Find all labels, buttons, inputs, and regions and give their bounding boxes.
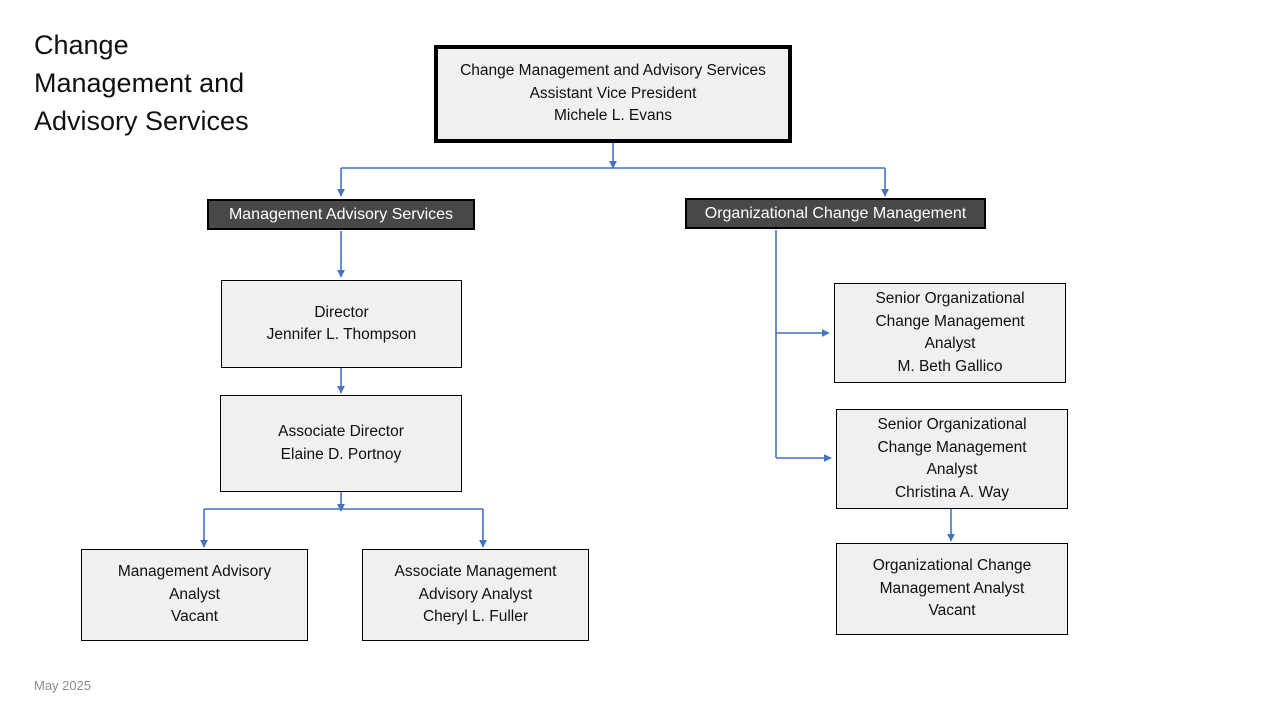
node-management-advisory-analyst-vacant[interactable]: Management Advisory Analyst Vacant xyxy=(81,549,308,641)
node-senior-ocm-analyst-beth-gallico[interactable]: Senior Organizational Change Management … xyxy=(834,283,1066,383)
node-ocm-analyst-vacant[interactable]: Organizational Change Management Analyst… xyxy=(836,543,1068,635)
node-associate-director-elaine-portnoy[interactable]: Associate Director Elaine D. Portnoy xyxy=(220,395,462,492)
node-dept-organizational-change-management[interactable]: Organizational Change Management xyxy=(685,198,986,229)
node-director-jennifer-thompson[interactable]: Director Jennifer L. Thompson xyxy=(221,280,462,368)
node-dept-management-advisory-services[interactable]: Management Advisory Services xyxy=(207,199,475,230)
node-root-assistant-vice-president[interactable]: Change Management and Advisory Services … xyxy=(434,45,792,143)
page-title: Change Management and Advisory Services xyxy=(34,30,249,136)
footer-date: May 2025 xyxy=(34,678,92,693)
node-associate-management-advisory-analyst-cheryl-fuller[interactable]: Associate Management Advisory Analyst Ch… xyxy=(362,549,589,641)
node-senior-ocm-analyst-christina-way[interactable]: Senior Organizational Change Management … xyxy=(836,409,1068,509)
